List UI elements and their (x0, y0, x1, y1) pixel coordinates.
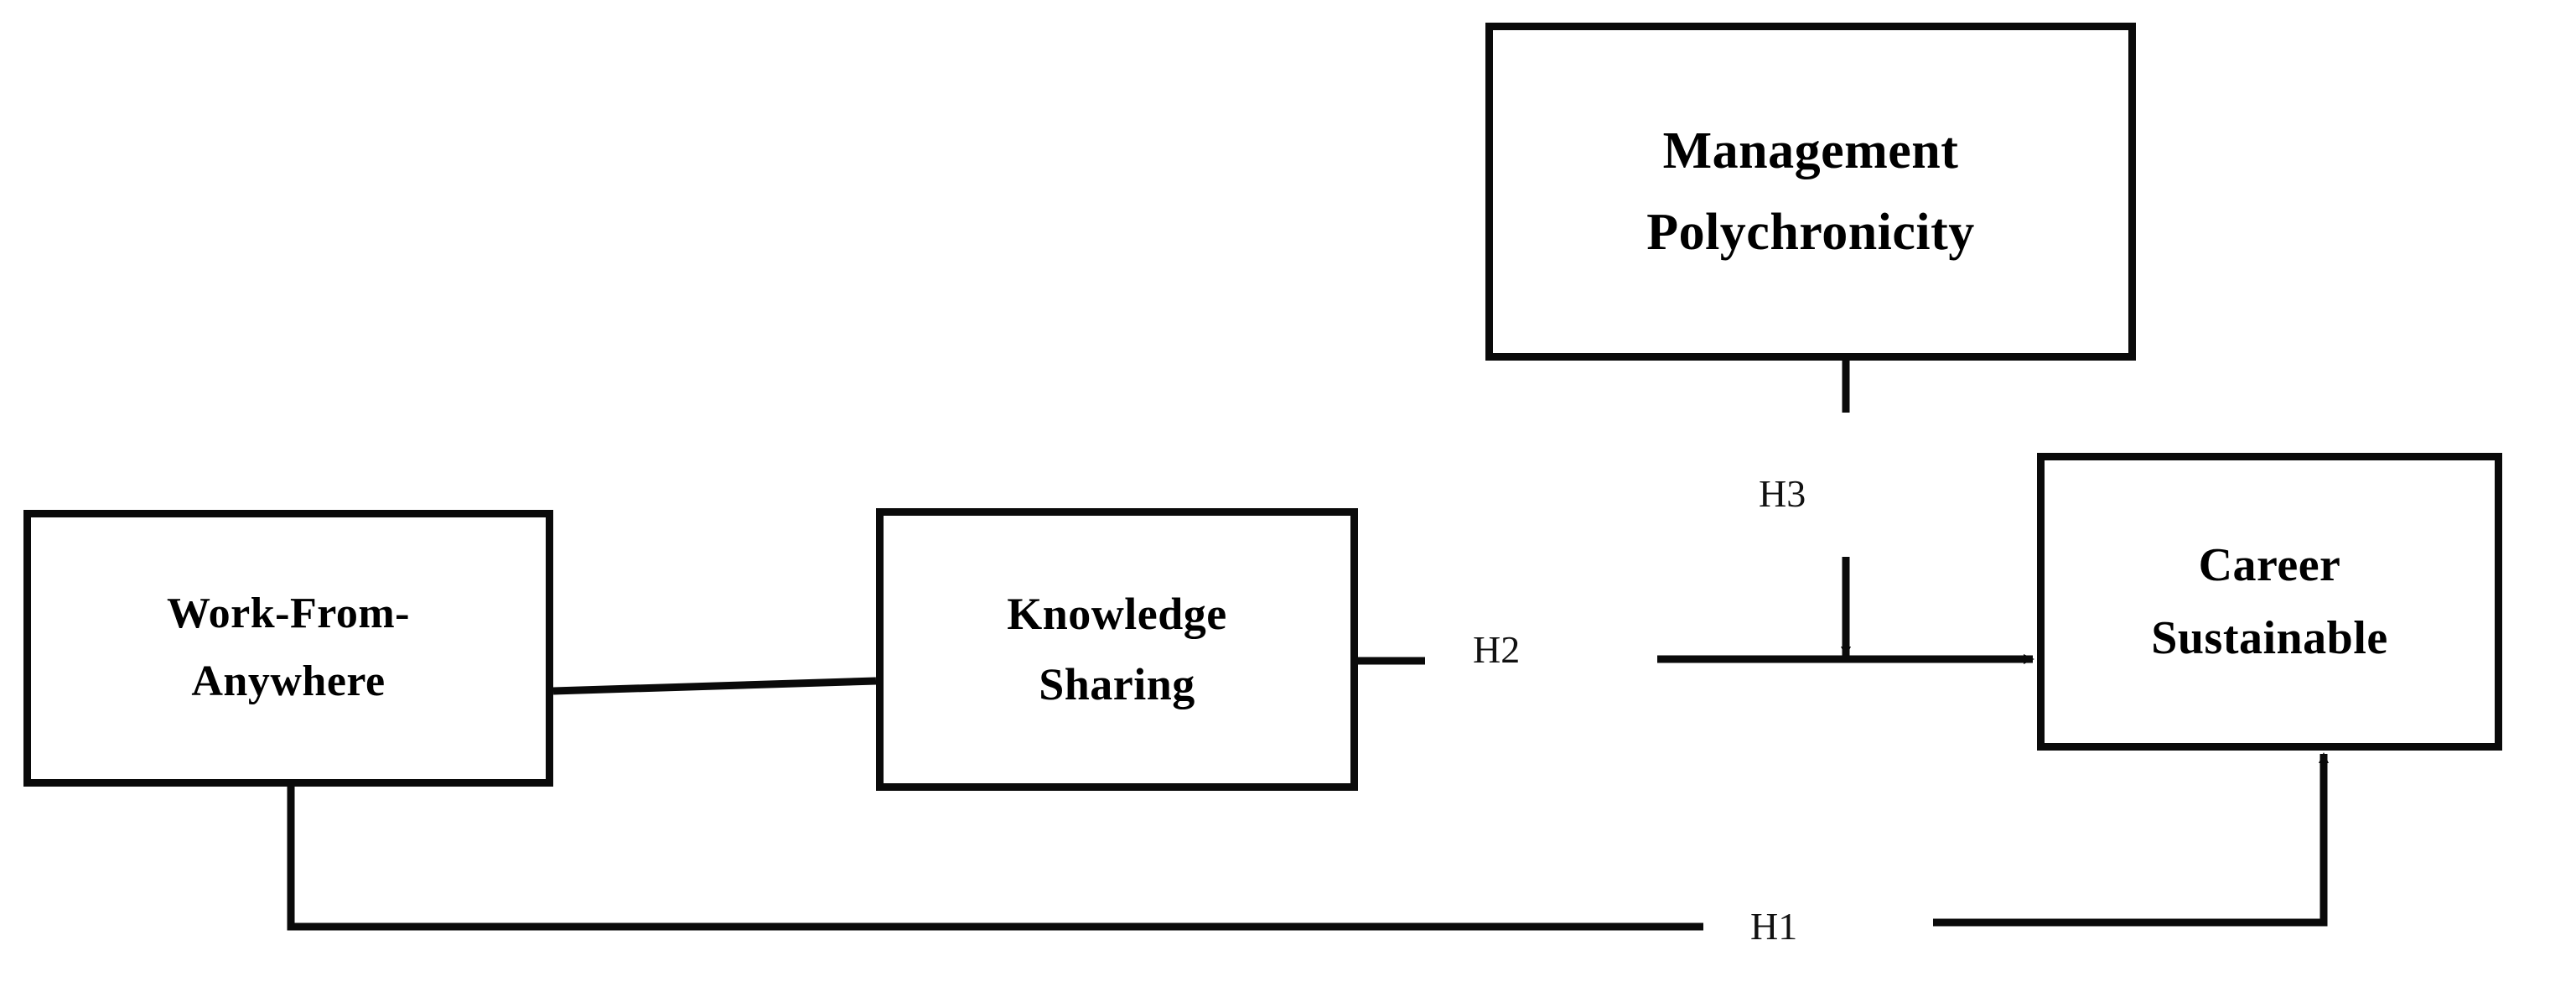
node-career-sustainable-line-1: Career (2198, 538, 2341, 591)
connector-knowledge-sharing-to-career-sustainable (1358, 654, 2034, 665)
node-career-sustainable[interactable]: Career Sustainable (2037, 453, 2502, 751)
connector-wfa-to-career-sustainable (287, 752, 2329, 931)
node-knowledge-sharing-line-2: Sharing (1039, 658, 1195, 709)
node-management-polychronicity[interactable]: Management Polychronicity (1485, 23, 2136, 361)
hypothesis-label-h3: H3 (1759, 472, 1806, 515)
node-management-polychronicity-line-1: Management (1662, 122, 1959, 180)
node-work-from-anywhere-line-1: Work-From- (167, 590, 410, 638)
node-knowledge-sharing[interactable]: Knowledge Sharing (876, 508, 1358, 791)
hypothesis-label-h2: H2 (1473, 628, 1521, 671)
node-knowledge-sharing-line-1: Knowledge (1007, 588, 1227, 639)
node-work-from-anywhere[interactable]: Work-From- Anywhere (23, 510, 553, 787)
connector-wfa-to-knowledge-sharing (552, 677, 877, 695)
node-work-from-anywhere-line-2: Anywhere (191, 657, 386, 705)
node-career-sustainable-line-2: Sustainable (2151, 611, 2388, 664)
hypothesis-label-h1: H1 (1750, 905, 1798, 948)
node-management-polychronicity-line-2: Polychronicity (1646, 203, 1975, 261)
